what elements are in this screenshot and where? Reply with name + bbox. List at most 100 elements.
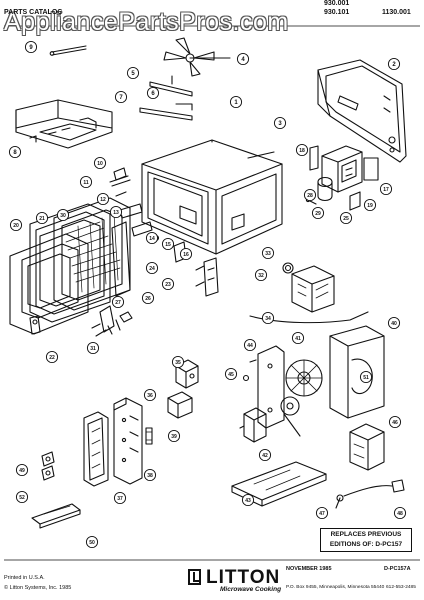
callout-circle — [359, 370, 373, 384]
part-callout-38: 38 — [143, 468, 157, 482]
callout-number: 50 — [89, 540, 95, 546]
callout-number: 22 — [49, 355, 55, 361]
part-power-cord — [335, 479, 405, 509]
part-latch-assembly — [29, 305, 133, 337]
brand-logo-text: LITTON — [206, 567, 281, 588]
catalog-title: PARTS CATALOG — [4, 9, 63, 16]
callout-circle — [171, 355, 185, 369]
phone-number: 612-553-2485 — [386, 585, 416, 590]
callout-number: 29 — [315, 211, 321, 217]
part-cabinet-wrap — [317, 59, 407, 163]
callout-circle — [295, 143, 309, 157]
part-power-transformer — [282, 262, 335, 313]
callout-circle — [79, 175, 93, 189]
part-callout-16: 16 — [179, 247, 193, 261]
callout-number: 20 — [13, 223, 19, 229]
callout-circle — [261, 246, 275, 260]
part-callout-26: 26 — [141, 291, 155, 305]
part-callout-40: 40 — [387, 316, 401, 330]
callout-number: 19 — [367, 203, 373, 209]
callout-number: 30 — [60, 213, 66, 219]
part-callout-9: 9 — [24, 40, 38, 54]
callout-number: 36 — [147, 393, 153, 399]
part-callout-27: 27 — [111, 295, 125, 309]
replaces-edition-code: D-PC157 — [375, 541, 403, 548]
part-fan-motor — [280, 396, 301, 437]
callout-number: 1 — [234, 100, 238, 106]
callout-circle — [146, 86, 160, 100]
callout-circle — [161, 237, 175, 251]
model-number-c: 1130.001 — [382, 9, 411, 16]
part-callout-21: 21 — [35, 211, 49, 225]
replaces-line-1: REPLACES PREVIOUS — [330, 531, 402, 538]
callout-circle — [179, 247, 193, 261]
callout-number: 27 — [115, 300, 121, 306]
callout-number: 34 — [265, 316, 271, 322]
part-callout-36: 36 — [143, 388, 157, 402]
part-thermal-protector — [175, 359, 199, 389]
callout-number: 48 — [397, 511, 403, 517]
part-callout-45: 45 — [224, 367, 238, 381]
callout-number: 10 — [97, 161, 103, 167]
part-callout-37: 37 — [113, 491, 127, 505]
callout-circle — [167, 429, 181, 443]
callout-number: 51 — [363, 375, 369, 381]
part-callout-50: 50 — [85, 535, 99, 549]
publication-date: NOVEMBER 1985 — [286, 566, 332, 572]
part-wire — [249, 311, 369, 324]
part-callout-23: 23 — [161, 277, 175, 291]
callout-circle — [9, 218, 23, 232]
callout-number: 39 — [171, 434, 177, 440]
callout-circle — [85, 535, 99, 549]
callout-number: 44 — [247, 343, 253, 349]
part-callout-34: 34 — [261, 311, 275, 325]
part-callout-4: 4 — [236, 52, 250, 66]
part-callout-31: 31 — [86, 341, 100, 355]
part-brackets — [139, 75, 193, 121]
part-interlock-bracket — [195, 257, 219, 297]
callout-number: 43 — [245, 498, 251, 504]
model-number-b: 930.101 — [324, 9, 350, 16]
callout-number: 18 — [299, 148, 305, 154]
part-callout-15: 15 — [161, 237, 175, 251]
callout-number: 45 — [228, 372, 234, 378]
callout-number: 23 — [165, 282, 171, 288]
part-base-plate — [231, 461, 327, 507]
brand-subtitle: Microwave Cooking — [220, 586, 282, 593]
callout-circle — [109, 205, 123, 219]
callout-circle — [236, 52, 250, 66]
callout-number: 8 — [13, 150, 17, 156]
callout-number: 21 — [39, 216, 45, 222]
callout-circle — [15, 463, 29, 477]
callout-circle — [261, 311, 275, 325]
part-callout-51: 51 — [359, 370, 373, 384]
callout-circle — [387, 316, 401, 330]
callout-circle — [229, 95, 243, 109]
part-callout-12: 12 — [96, 192, 110, 206]
callout-circle — [15, 490, 29, 504]
callout-number: 35 — [175, 360, 181, 366]
part-callout-47: 47 — [315, 506, 329, 520]
part-callout-10: 10 — [93, 156, 107, 170]
part-callout-8: 8 — [8, 145, 22, 159]
copyright-label: © Litton Systems, Inc. 1985 — [4, 585, 72, 591]
callout-number: 40 — [391, 321, 397, 327]
callout-circle — [145, 231, 159, 245]
callout-circle — [161, 277, 175, 291]
part-high-voltage-capacitor — [349, 423, 385, 471]
callout-circle — [254, 268, 268, 282]
part-door-choke — [29, 203, 111, 323]
callout-circle — [141, 291, 155, 305]
callout-circle — [35, 211, 49, 225]
part-micro-switch — [167, 391, 193, 419]
callout-number: 7 — [119, 95, 123, 101]
part-callout-17: 17 — [379, 182, 393, 196]
callout-circle — [96, 192, 110, 206]
callout-circle — [143, 388, 157, 402]
part-callout-5: 5 — [126, 66, 140, 80]
part-callout-22: 22 — [45, 350, 59, 364]
mailing-address: P.O. Box 9455, Minneapolis, Minnesota 55… — [286, 585, 385, 590]
callout-number: 3 — [278, 121, 282, 127]
